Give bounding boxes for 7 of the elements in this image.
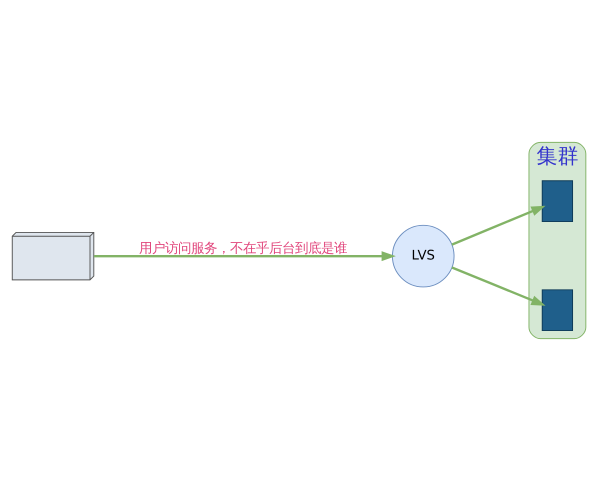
node-server <box>542 288 574 331</box>
arrow <box>451 205 546 246</box>
arrow <box>451 266 546 306</box>
arrow <box>94 250 396 261</box>
node-server <box>542 180 574 222</box>
edge-label: 用户访问服务，不在乎后台到底是谁 <box>139 241 348 256</box>
node-circle: LVS <box>392 224 455 287</box>
